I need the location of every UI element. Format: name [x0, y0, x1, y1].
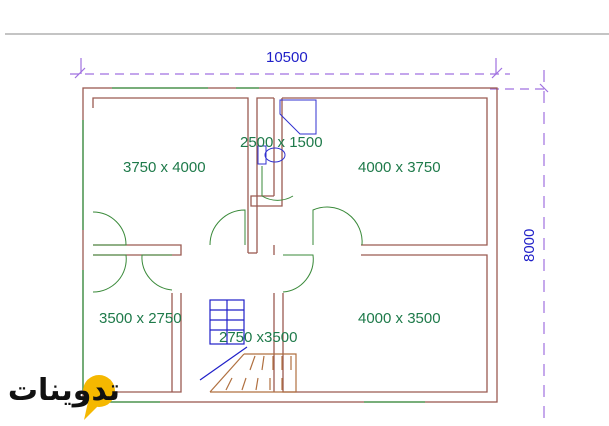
room-size-bottom-left: 3500 x 2750 [99, 310, 182, 327]
watermark-text: تدوينات [8, 373, 120, 408]
room-size-bedroom-top-left: 3750 x 4000 [123, 159, 206, 176]
bathroom-fixtures [257, 99, 317, 165]
room-size-bathroom: 2500 x 1500 [240, 134, 323, 151]
walls [82, 87, 498, 403]
room-size-bedroom-top-right: 4000 x 3750 [358, 159, 441, 176]
dimension-lines [70, 58, 549, 426]
stairs-upper [199, 299, 248, 381]
doors [92, 166, 363, 293]
room-size-stair-hall: 2750 x3500 [219, 329, 297, 346]
room-size-bottom-right: 4000 x 3500 [358, 310, 441, 327]
windows [82, 87, 425, 403]
overall-depth-label: 8000 [521, 229, 538, 262]
stairs-lower [209, 353, 297, 393]
overall-width-label: 10500 [266, 49, 308, 66]
watermark-logo: تدوينات [8, 373, 120, 420]
